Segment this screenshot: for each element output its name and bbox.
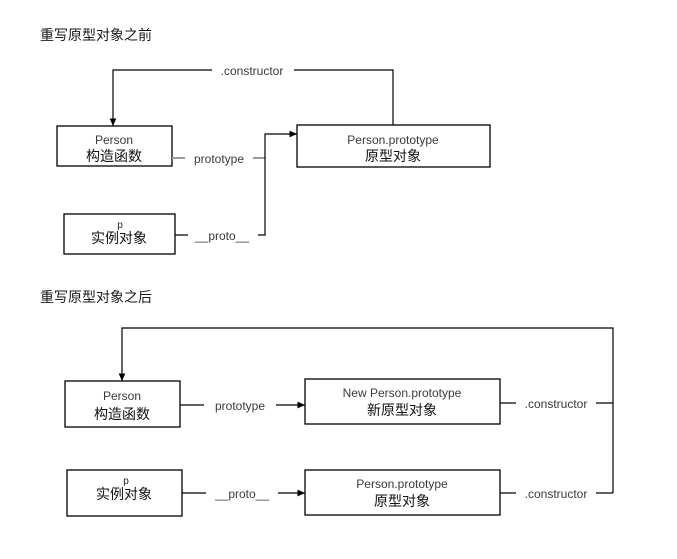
edge-after-constructor-old-label-bg xyxy=(516,484,596,501)
box-before-prototype-title: Person.prototype xyxy=(347,133,439,147)
box-before-person-subtitle: 构造函数 xyxy=(86,148,142,164)
box-after-new-prototype-title: New Person.prototype xyxy=(343,386,462,400)
edge-before-constructor-label: .constructor xyxy=(221,64,284,78)
box-before-person[interactable] xyxy=(56,125,173,167)
box-before-prototype[interactable] xyxy=(296,124,491,168)
box-before-instance-subtitle: 实例对象 xyxy=(91,230,147,246)
box-after-person-title: Person xyxy=(103,389,141,403)
box-after-old-prototype[interactable] xyxy=(304,469,501,516)
edge-before-prototype-label: prototype xyxy=(194,152,244,166)
section-title-before: 重写原型对象之前 xyxy=(40,27,152,43)
edge-after-constructor-return-line xyxy=(118,327,614,493)
edge-after-constructor-new-label-bg xyxy=(516,394,596,411)
edge-before-constructor-line xyxy=(109,69,394,126)
edge-after-proto-label: __proto__ xyxy=(214,487,269,501)
box-after-instance-superscript: p xyxy=(123,476,129,487)
edge-after-prototype-label: prototype xyxy=(215,399,265,413)
box-after-old-prototype-subtitle: 原型对象 xyxy=(374,493,430,509)
box-after-instance-subtitle: 实例对象 xyxy=(96,486,152,502)
edge-before-proto-label: __proto__ xyxy=(194,229,249,243)
box-before-instance[interactable] xyxy=(63,213,176,255)
box-after-person-subtitle: 构造函数 xyxy=(94,406,150,422)
edge-after-constructor-old-label: .constructor xyxy=(525,487,588,501)
box-after-new-prototype[interactable] xyxy=(304,378,501,425)
box-after-person[interactable] xyxy=(64,380,181,428)
section-title-after: 重写原型对象之后 xyxy=(40,289,152,305)
edge-before-constructor-label-bg xyxy=(212,62,294,78)
edge-before-prototype-label-bg xyxy=(185,149,253,166)
box-after-old-prototype-title: Person.prototype xyxy=(356,477,448,491)
box-before-person-title: Person xyxy=(95,133,133,147)
box-after-new-prototype-subtitle: 新原型对象 xyxy=(367,402,437,418)
edge-before-proto-label-bg xyxy=(188,226,258,244)
edge-after-proto-label-bg xyxy=(206,484,278,502)
edge-after-prototype-label-bg xyxy=(204,396,276,413)
box-before-instance-superscript: p xyxy=(117,220,123,231)
edge-after-constructor-new-label: .constructor xyxy=(525,397,588,411)
box-before-prototype-subtitle: 原型对象 xyxy=(365,148,421,164)
